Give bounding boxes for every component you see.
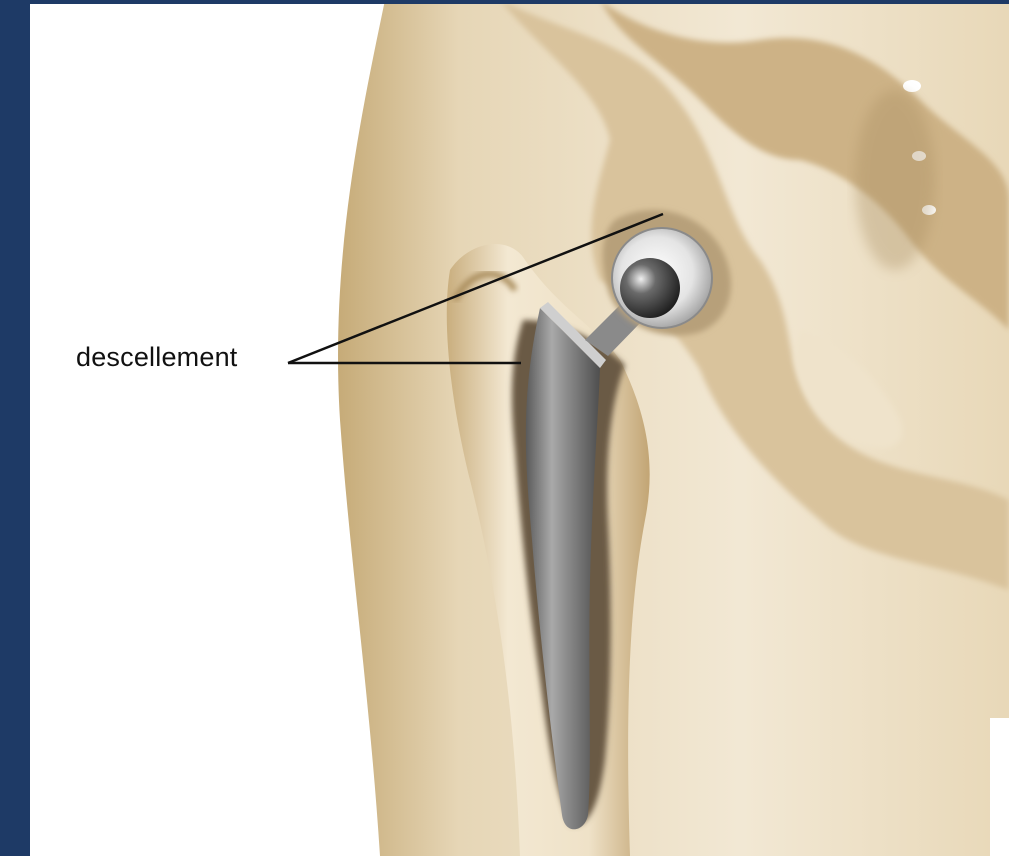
edge-notch [990,718,1009,856]
femoral-head [620,258,680,318]
loosening-label: descellement [76,341,238,373]
